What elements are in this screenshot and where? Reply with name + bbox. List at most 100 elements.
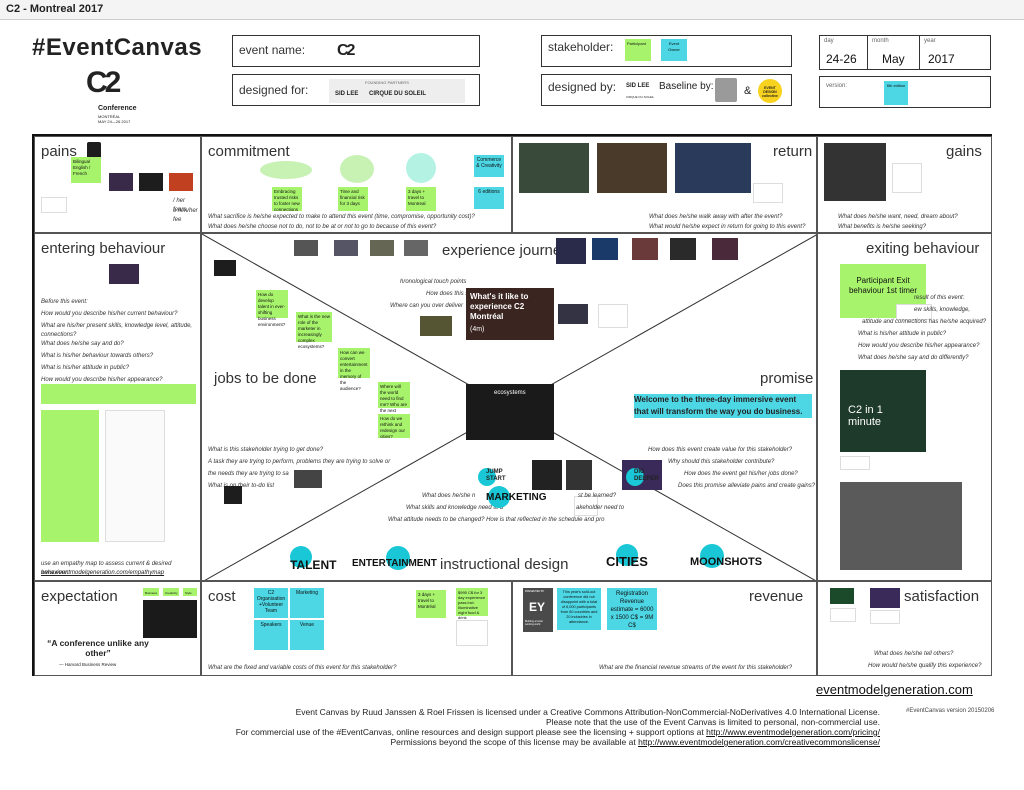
jump-start-icon: JUMP START (478, 468, 506, 490)
journey-thumb-5 (404, 240, 428, 256)
instr-q2: What skills and knowledge need to b (406, 505, 504, 511)
entering-empathy-link[interactable]: www.eventmodelgeneration.com/empathymap (41, 570, 165, 576)
promise-statement: Welcome to the three-day immersive event… (634, 394, 812, 418)
promise-q2: Why should this stakeholder contribute? (668, 459, 775, 465)
date-box[interactable]: day 24-26 month May year 2017 (819, 35, 991, 70)
neuron-illustration-2 (340, 155, 374, 183)
journey-note-r (598, 304, 628, 328)
gains-cell[interactable]: gains What does he/she want, need, dream… (817, 136, 992, 233)
marketing-icon (482, 486, 512, 516)
month-field[interactable]: month May (868, 36, 920, 69)
ecosystem-label: ecosystems (494, 390, 526, 396)
cost-org[interactable]: C2 Organisation +Volunteer Team (254, 588, 288, 618)
entering-sticky-long-1[interactable] (41, 410, 99, 542)
cost-venue[interactable]: Venue (290, 620, 324, 650)
version-value: 6th edition (884, 81, 908, 105)
commitment-q1: What sacrifice is he/she expected to mak… (208, 214, 475, 220)
event-name-box[interactable]: event name: C2 (232, 35, 480, 67)
revenue-attendance[interactable]: This year's sold-out conference did not … (557, 588, 601, 630)
pains-cell[interactable]: pains Bilingual English / French / her f… (34, 136, 201, 233)
journey-video-tag: (4m) (470, 326, 485, 333)
expectation-cell[interactable]: expectation Business Creativity Style “A… (34, 581, 201, 676)
jobs-sticky-cities[interactable]: How do we rethink and redesign our citie… (378, 414, 410, 439)
partner-2: CIRQUE DU SOLEIL (369, 91, 427, 97)
ecosystem-video[interactable]: ecosystems (466, 384, 554, 440)
jump-start-label: JUMP START (486, 469, 506, 482)
canvas-hashtag: #EventCanvas (32, 34, 203, 61)
designed-by-box[interactable]: designed by: SID LEE CIRQUE DU SOLEIL Ba… (541, 74, 792, 106)
exiting-photo (840, 482, 962, 570)
exiting-q2: ew skills, knowledge, (914, 307, 971, 313)
gains-photo (824, 143, 886, 201)
commitment-sticky-time[interactable]: Time and financial risk for 3 days (338, 187, 368, 211)
designed-for-box[interactable]: designed for: FOUNDING PARTNERS SID LEE … (232, 74, 480, 106)
license-text: Event Canvas by Ruud Janssen & Roel Fris… (120, 707, 880, 747)
jobs-q3: the needs they are trying to sa (208, 471, 289, 477)
cost-sticky-travel[interactable]: 3 days + travel to Montréal (416, 590, 446, 618)
talent-label: TALENT (290, 558, 337, 572)
satisfaction-cell[interactable]: satisfaction What does he/she tell other… (817, 581, 992, 676)
instr-thumb-1 (532, 460, 562, 490)
commitment-sticky-creativity[interactable]: Commerce & Creativity (474, 155, 504, 177)
commitment-q2: What does he/she choose not to do, not t… (208, 224, 437, 230)
canvas-version: #EventCanvas version 20150206 (906, 708, 995, 714)
journey-video[interactable]: What's it like to experience C2 Montréal… (466, 288, 554, 340)
gains-note (892, 163, 922, 193)
commitment-cell[interactable]: commitment Embracing trusted risks to fo… (201, 136, 512, 233)
entering-behaviour-cell[interactable]: entering behaviour Before this event: Ho… (34, 233, 201, 581)
entering-sticky-summary[interactable] (41, 384, 196, 404)
cost-q1: What are the fixed and variable costs of… (208, 665, 397, 671)
expectation-video[interactable] (143, 600, 197, 638)
journey-video-title: What's it like to experience C2 Montréal (470, 292, 529, 321)
partner-1: SID LEE (335, 91, 359, 97)
revenue-calc[interactable]: Registration Revenue estimate = 6000 x 1… (607, 588, 657, 630)
expectation-tag-3[interactable]: Style (183, 588, 197, 596)
promise-q4: Does this promise alleviate pains and cr… (678, 483, 816, 489)
cost-speakers[interactable]: Speakers (254, 620, 288, 650)
exiting-title: exiting behaviour (866, 240, 980, 257)
promise-q3: How does the event get his/her jobs done… (684, 471, 798, 477)
cost-sticky-pass[interactable]: $995 C$ for 3 day experience pass incl. … (456, 588, 488, 620)
revenue-cell[interactable]: revenue PRESENTED BY EY Building a bette… (512, 581, 817, 676)
return-cell[interactable]: return What does he/she walk away with a… (512, 136, 817, 233)
expectation-quote-source: — Harvard Business Review (59, 662, 117, 667)
commitment-sticky-risks[interactable]: Embracing trusted risks to foster new co… (272, 187, 302, 212)
gains-q1: What does he/she want, need, dream about… (838, 214, 958, 220)
cost-note (456, 620, 488, 646)
exiting-behaviour-cell[interactable]: exiting behaviour Participant Exit behav… (817, 233, 992, 581)
return-q1: What does he/she walk away with after th… (649, 214, 783, 220)
instr-q1: What does he/she n (422, 493, 476, 499)
cost-marketing[interactable]: Marketing (290, 588, 324, 618)
jobs-sticky-world[interactable]: Where will the world need to find me? Wh… (378, 382, 410, 419)
jobs-sticky-marketer[interactable]: What is the new role of the marketer in … (296, 312, 332, 349)
pricing-link[interactable]: http://www.eventmodelgeneration.com/pric… (706, 727, 880, 737)
expectation-tag-2[interactable]: Creativity (163, 588, 179, 596)
cost-cell[interactable]: cost C2 Organisation +Volunteer Team Mar… (201, 581, 512, 676)
day-field[interactable]: day 24-26 (820, 36, 868, 69)
license-link[interactable]: http://www.eventmodelgeneration.com/crea… (638, 737, 880, 747)
entering-title: entering behaviour (41, 240, 166, 257)
year-field[interactable]: year 2017 (920, 36, 990, 69)
stakeholder-tag-owner[interactable]: Event Owner (661, 39, 687, 61)
promise-video-title: C2 in 1 minute (848, 404, 883, 428)
entering-q5: What is his/her attitude in public? (41, 365, 130, 371)
pains-sticky-bilingual[interactable]: Bilingual English / French (71, 157, 101, 183)
expectation-tag-1[interactable]: Business (143, 588, 159, 596)
return-note (753, 183, 783, 203)
entering-q2: What are his/her present skills, knowled… (41, 323, 193, 338)
version-box[interactable]: version: 6th edition (819, 76, 991, 108)
jobs-sticky-talent[interactable]: How do develop talent in ever-shifting b… (256, 290, 288, 327)
promise-video[interactable]: C2 in 1 minute (840, 370, 926, 452)
journey-thumb-2 (294, 240, 318, 256)
commitment-sticky-editions[interactable]: 6 editions (474, 187, 504, 209)
stakeholder-box[interactable]: stakeholder: Participant Event Owner (541, 35, 792, 67)
exiting-sticky-first-timer[interactable]: Participant Exit behaviour 1st timer (840, 264, 926, 318)
site-link[interactable]: eventmodelgeneration.com (816, 682, 973, 697)
jobs-sticky-entertainment[interactable]: How can we convert entertainment in the … (338, 348, 370, 391)
baseline-label: Baseline by: (659, 81, 714, 92)
amp-symbol: & (744, 85, 752, 97)
commitment-sticky-travel[interactable]: 3 days + travel to Montreal (406, 187, 436, 211)
license-line-1: Event Canvas by Ruud Janssen & Roel Fris… (295, 707, 880, 717)
jobs-q2: A task they are trying to perform, probl… (208, 459, 391, 465)
stakeholder-tag-participant[interactable]: Participant (625, 39, 651, 61)
